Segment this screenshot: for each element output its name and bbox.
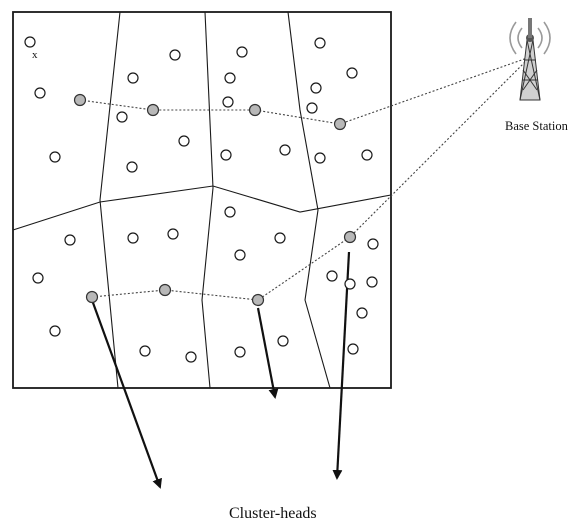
sensor-field-border [12,11,392,389]
sensor-node [356,307,368,319]
sensor-node [279,144,291,156]
cluster-head-node [343,230,357,244]
routing-paths [79,56,531,301]
arrow-3 [332,251,351,480]
sensor-node [326,270,338,282]
sensor-node [277,335,289,347]
upper-route [79,56,531,125]
sensor-node [314,37,326,49]
sensor-node [367,238,379,250]
partition-line-v2 [201,11,214,389]
sensor-node [49,151,61,163]
sensor-node [116,111,128,123]
sensor-node [64,234,76,246]
base-station-tower-icon [509,18,551,101]
sensor-node [236,46,248,58]
cluster-head-arrows [90,251,351,489]
sensor-node [49,325,61,337]
sensor-node [139,345,151,357]
partition-line-v3 [287,11,331,389]
cluster-heads [73,93,357,307]
sensor-node [224,72,236,84]
arrow-2 [256,307,279,399]
lower-route [91,56,531,301]
cluster-head-node [73,93,87,107]
cluster-head-node [251,293,265,307]
base-station-label: Base Station [505,119,569,133]
sensor-node [347,343,359,355]
sensor-node [274,232,286,244]
sensor-node [34,87,46,99]
sensor-node [224,206,236,218]
cluster-head-node [333,117,347,131]
partition-line-h [12,185,392,231]
sensor-node [127,72,139,84]
sensor-node [346,67,358,79]
partition-line-v1 [99,11,121,389]
sensor-node [126,161,138,173]
cluster-head-node [248,103,262,117]
sensor-node [361,149,373,161]
cluster-heads-label: Cluster-heads [229,505,317,522]
cluster-head-node [158,283,172,297]
sensor-node [234,249,246,261]
sensor-node [234,346,246,358]
cluster-head-node [85,290,99,304]
sensor-node [314,152,326,164]
sensor-node [306,102,318,114]
sensor-node [220,149,232,161]
sensor-node [222,96,234,108]
sensor-nodes [24,36,379,363]
cluster-head-node [146,103,160,117]
sensor-node [24,36,36,48]
sensor-node [167,228,179,240]
sensor-node [169,49,181,61]
sensor-node [32,272,44,284]
sensor-node [127,232,139,244]
sensor-node [178,135,190,147]
sensor-node [344,278,356,290]
arrow-1 [90,299,162,489]
sensor-node [310,82,322,94]
sensor-node [366,276,378,288]
sensor-node [185,351,197,363]
sensor-marker: x [32,49,38,61]
cluster-boundaries [12,11,392,389]
